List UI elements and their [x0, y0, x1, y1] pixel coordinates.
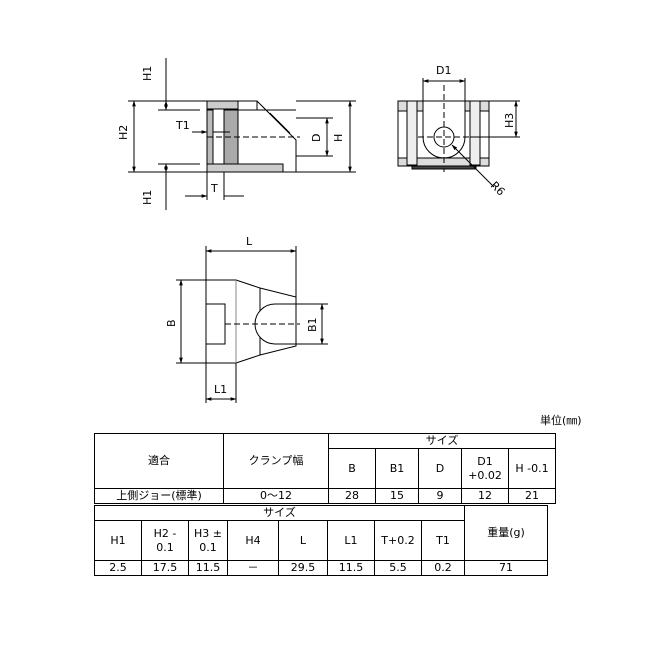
label-h1-top: H1 — [141, 66, 154, 81]
val-h3: 11.5 — [188, 560, 228, 576]
col-d: D — [418, 448, 462, 489]
row-clamp: 0～12 — [223, 488, 329, 504]
col-d1-line2: +0.02 — [468, 468, 502, 482]
col-l: L — [278, 520, 328, 561]
row-d: 9 — [418, 488, 462, 504]
row-b1: 15 — [375, 488, 419, 504]
col-t: T+0.2 — [374, 520, 422, 561]
col-h4: H4 — [227, 520, 279, 561]
label-r: R6 — [488, 179, 508, 199]
col-l1: L1 — [327, 520, 375, 561]
col-d1-line1: D1 — [477, 454, 493, 468]
val-l: 29.5 — [278, 560, 328, 576]
technical-drawing: H1 H2 T1 D H H1 T D1 H3 R6 L B B1 L1 — [117, 58, 520, 403]
col-h3-line1: H3 ± — [194, 526, 222, 540]
side-view — [206, 100, 300, 173]
header-weight: 重量(g) — [464, 505, 548, 561]
col-h1: H1 — [94, 520, 142, 561]
top-view — [205, 279, 300, 364]
col-b1: B1 — [375, 448, 419, 489]
label-t1: T1 — [175, 119, 190, 132]
unit-note: 単位(㎜) — [540, 414, 582, 427]
label-b: B — [165, 319, 178, 327]
col-h3: H3 ± 0.1 — [188, 520, 228, 561]
col-h2: H2 - 0.1 — [141, 520, 189, 561]
val-h1: 2.5 — [94, 560, 142, 576]
header-clamp: クランプ幅 — [223, 433, 329, 489]
label-h2: H2 — [117, 125, 130, 140]
row-b: 28 — [328, 488, 376, 504]
col-h2-line2: 0.1 — [156, 540, 174, 554]
label-d: D — [310, 134, 323, 142]
spec-table-1: 適合 クランプ幅 サイズ B B1 D D1 +0.02 H -0.1 上側ジョ… — [94, 433, 556, 504]
label-l: L — [246, 235, 253, 248]
row-name: 上側ジョー(標準) — [94, 488, 224, 504]
header-fit: 適合 — [94, 433, 224, 489]
label-l1: L1 — [214, 383, 227, 396]
col-b: B — [328, 448, 376, 489]
spec-table-2: サイズ 重量(g) H1 H2 - 0.1 H3 ± 0.1 H4 L L1 T… — [94, 505, 548, 576]
label-h: H — [332, 134, 345, 142]
col-d1: D1 +0.02 — [461, 448, 509, 489]
front-view — [397, 85, 490, 175]
val-h2: 17.5 — [141, 560, 189, 576]
header-size: サイズ — [328, 433, 556, 449]
val-h4: － — [227, 560, 279, 576]
label-d1: D1 — [436, 64, 451, 77]
col-h: H -0.1 — [508, 448, 556, 489]
col-h2-line1: H2 - — [153, 526, 177, 540]
val-weight: 71 — [464, 560, 548, 576]
label-t: T — [210, 182, 218, 195]
val-l1: 11.5 — [327, 560, 375, 576]
col-t1: T1 — [421, 520, 465, 561]
header-size-2: サイズ — [94, 505, 465, 521]
label-h3: H3 — [503, 113, 516, 128]
val-t: 5.5 — [374, 560, 422, 576]
val-t1: 0.2 — [421, 560, 465, 576]
label-h1-bottom: H1 — [141, 190, 154, 205]
col-h3-line2: 0.1 — [199, 540, 217, 554]
row-d1: 12 — [461, 488, 509, 504]
label-b1: B1 — [306, 317, 319, 332]
row-h: 21 — [508, 488, 556, 504]
